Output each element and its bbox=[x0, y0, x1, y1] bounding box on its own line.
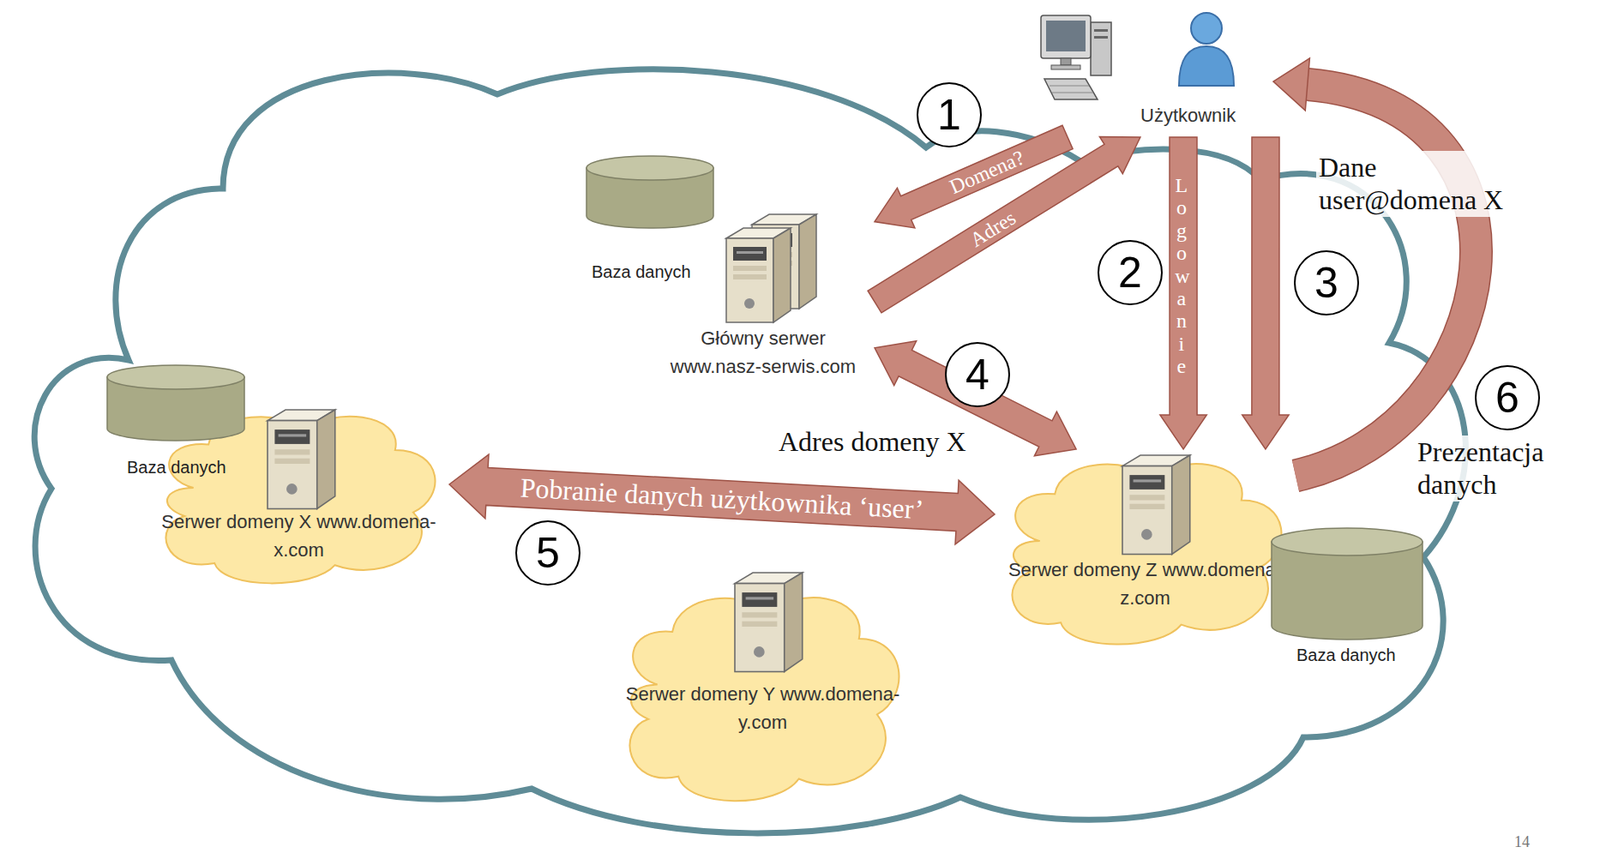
person-icon bbox=[1190, 12, 1222, 44]
computer-icon bbox=[1060, 58, 1071, 66]
person-icon bbox=[1178, 12, 1234, 86]
callout-number: 1 bbox=[916, 82, 982, 148]
computer-icon bbox=[1044, 78, 1098, 100]
computer-icon bbox=[1094, 36, 1108, 39]
cloud-outline bbox=[1012, 463, 1282, 645]
computer-icon bbox=[1040, 15, 1091, 59]
flow-arrow bbox=[1160, 137, 1207, 450]
arrow-label: Logowanie bbox=[1171, 174, 1196, 379]
cloud-shape bbox=[994, 449, 1296, 654]
page-number: 14 bbox=[1514, 833, 1530, 852]
flow-arrow bbox=[1242, 137, 1289, 450]
person-icon bbox=[1178, 46, 1234, 86]
arrow-label: Prezentacja danych bbox=[1414, 435, 1583, 502]
server-cloud: Serwer domeny Z www.domena-z.com bbox=[994, 449, 1296, 654]
database-cylinder bbox=[1271, 528, 1423, 640]
node-label: Serwer domeny Z www.domena-z.com bbox=[1003, 555, 1288, 613]
server-cloud: Serwer domeny Y www.domena-y.com bbox=[612, 581, 914, 812]
network-cloud bbox=[34, 69, 1466, 834]
database-cylinder bbox=[586, 168, 714, 229]
database-cylinder bbox=[107, 365, 245, 390]
database-cylinder bbox=[107, 365, 245, 441]
server-icon bbox=[734, 572, 803, 673]
callout-number: 6 bbox=[1474, 365, 1540, 431]
arrow-label: Adres domeny X bbox=[775, 425, 969, 458]
database-cylinder bbox=[586, 156, 714, 181]
database-cylinder bbox=[1271, 541, 1423, 640]
database-cylinder bbox=[1271, 528, 1423, 556]
server-icon bbox=[267, 409, 336, 510]
node-label: Serwer domeny Y www.domena-y.com bbox=[620, 679, 905, 737]
block-arrow bbox=[1160, 137, 1207, 450]
callout-number: 4 bbox=[944, 342, 1011, 408]
computer-icon bbox=[1090, 22, 1112, 76]
node-group: Główny serwer www.nasz-serwis.com bbox=[651, 214, 875, 390]
block-arrow bbox=[1242, 137, 1289, 450]
server-cloud: Serwer domeny X www.domena-x.com bbox=[148, 403, 450, 592]
computer-icon bbox=[1094, 29, 1108, 32]
node-label: Serwer domeny X www.domena-x.com bbox=[156, 507, 441, 565]
callout-number: 5 bbox=[515, 520, 581, 586]
database-label: Baza danych bbox=[591, 261, 692, 283]
database-label: Baza danych bbox=[1296, 644, 1396, 666]
flow-arrow bbox=[867, 136, 1141, 313]
computer-icon bbox=[1051, 65, 1081, 70]
flow-arrow bbox=[1273, 58, 1476, 476]
arrow-head bbox=[1273, 58, 1310, 111]
node-label: Główny serwer www.nasz-serwis.com bbox=[660, 324, 867, 381]
computer-icon bbox=[1052, 92, 1094, 94]
node-label: Użytkownik bbox=[1140, 101, 1270, 130]
callout-number: 2 bbox=[1097, 240, 1163, 306]
database-cylinder bbox=[107, 377, 245, 441]
server-icon bbox=[1122, 455, 1191, 555]
database-cylinder bbox=[586, 156, 714, 229]
computer-icon bbox=[1040, 15, 1112, 100]
cloud-shape bbox=[148, 403, 450, 592]
block-arrow bbox=[867, 136, 1141, 313]
server-icon bbox=[751, 214, 817, 309]
database-label: Baza danych bbox=[126, 457, 227, 478]
arrow-label: Dane user@domena X bbox=[1316, 150, 1532, 217]
node-group: Użytkownik bbox=[1033, 8, 1274, 138]
callout-number: 3 bbox=[1293, 250, 1360, 316]
network-cloud bbox=[34, 69, 1466, 834]
server-icon bbox=[726, 228, 791, 323]
computer-icon bbox=[1049, 85, 1089, 87]
computer-icon bbox=[1046, 20, 1086, 52]
